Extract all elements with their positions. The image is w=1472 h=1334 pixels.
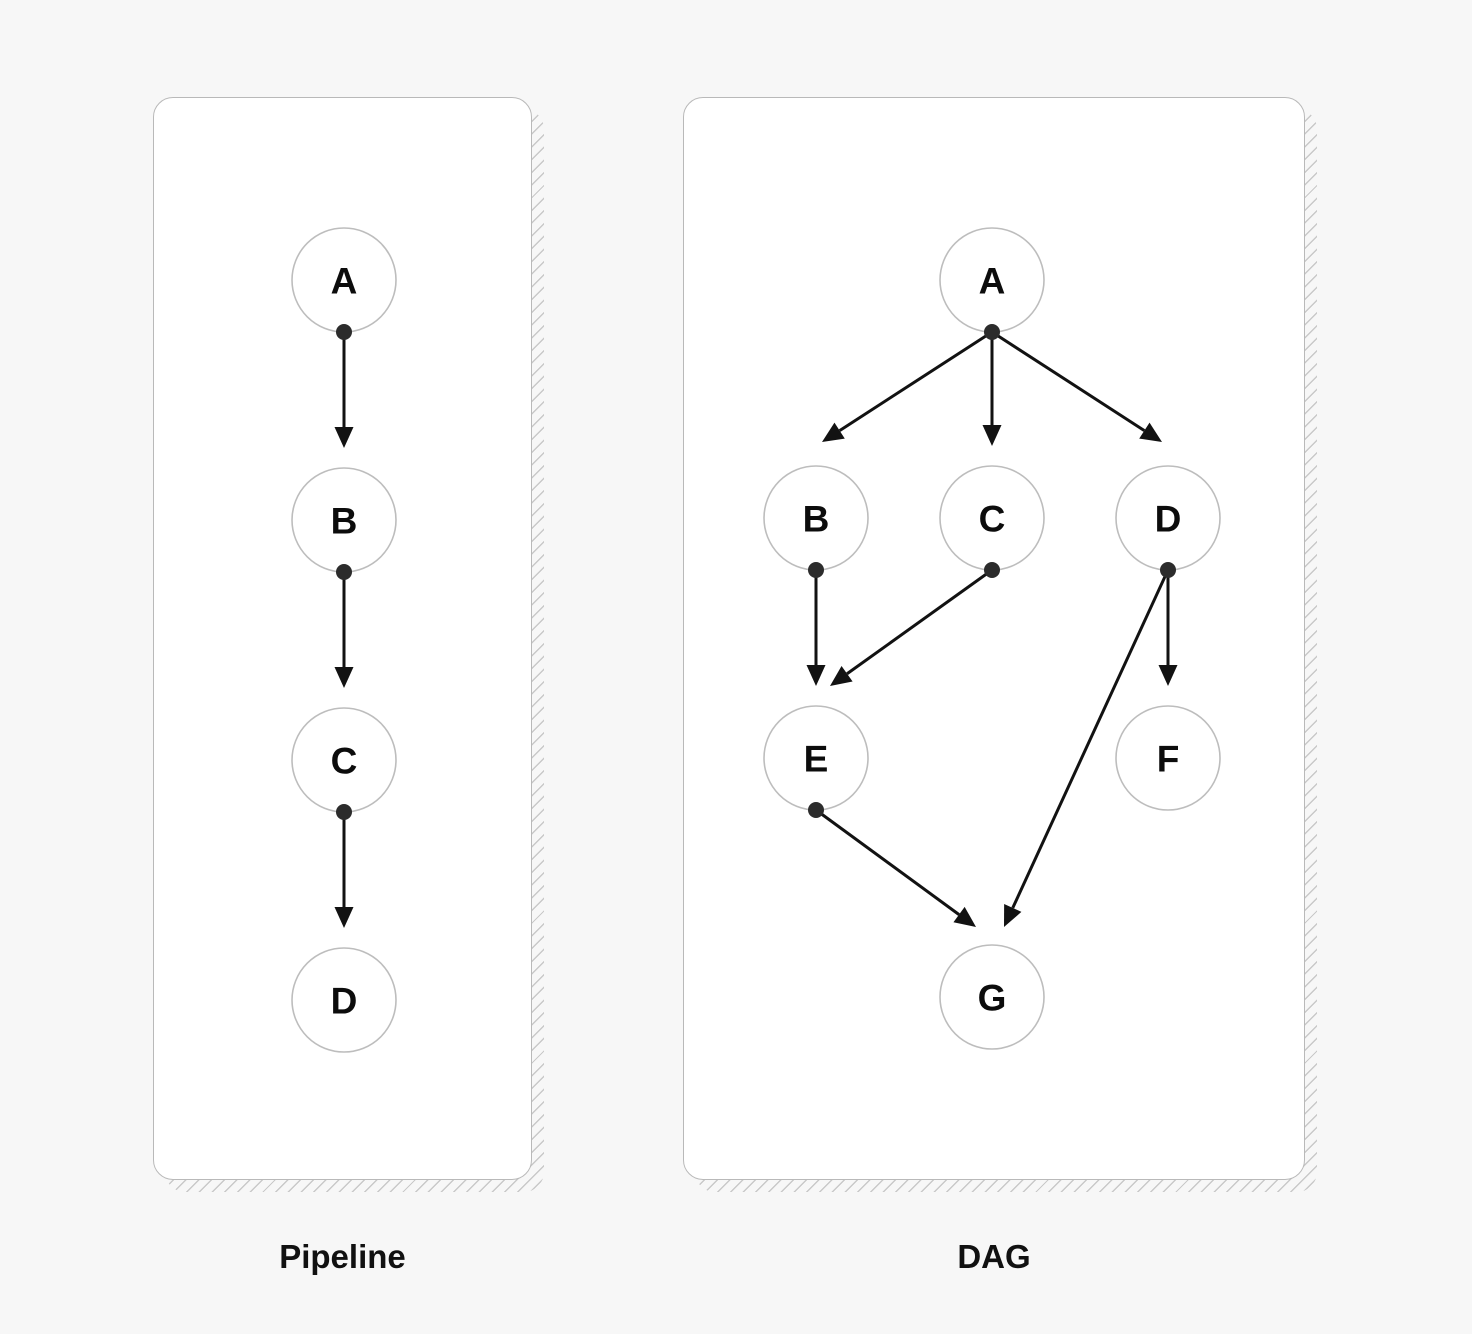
panel-pipeline[interactable] [153, 97, 532, 1180]
panel-caption-dag: DAG [957, 1238, 1031, 1275]
panel-caption-pipeline: Pipeline [279, 1238, 406, 1275]
panel-dag[interactable] [683, 97, 1305, 1180]
